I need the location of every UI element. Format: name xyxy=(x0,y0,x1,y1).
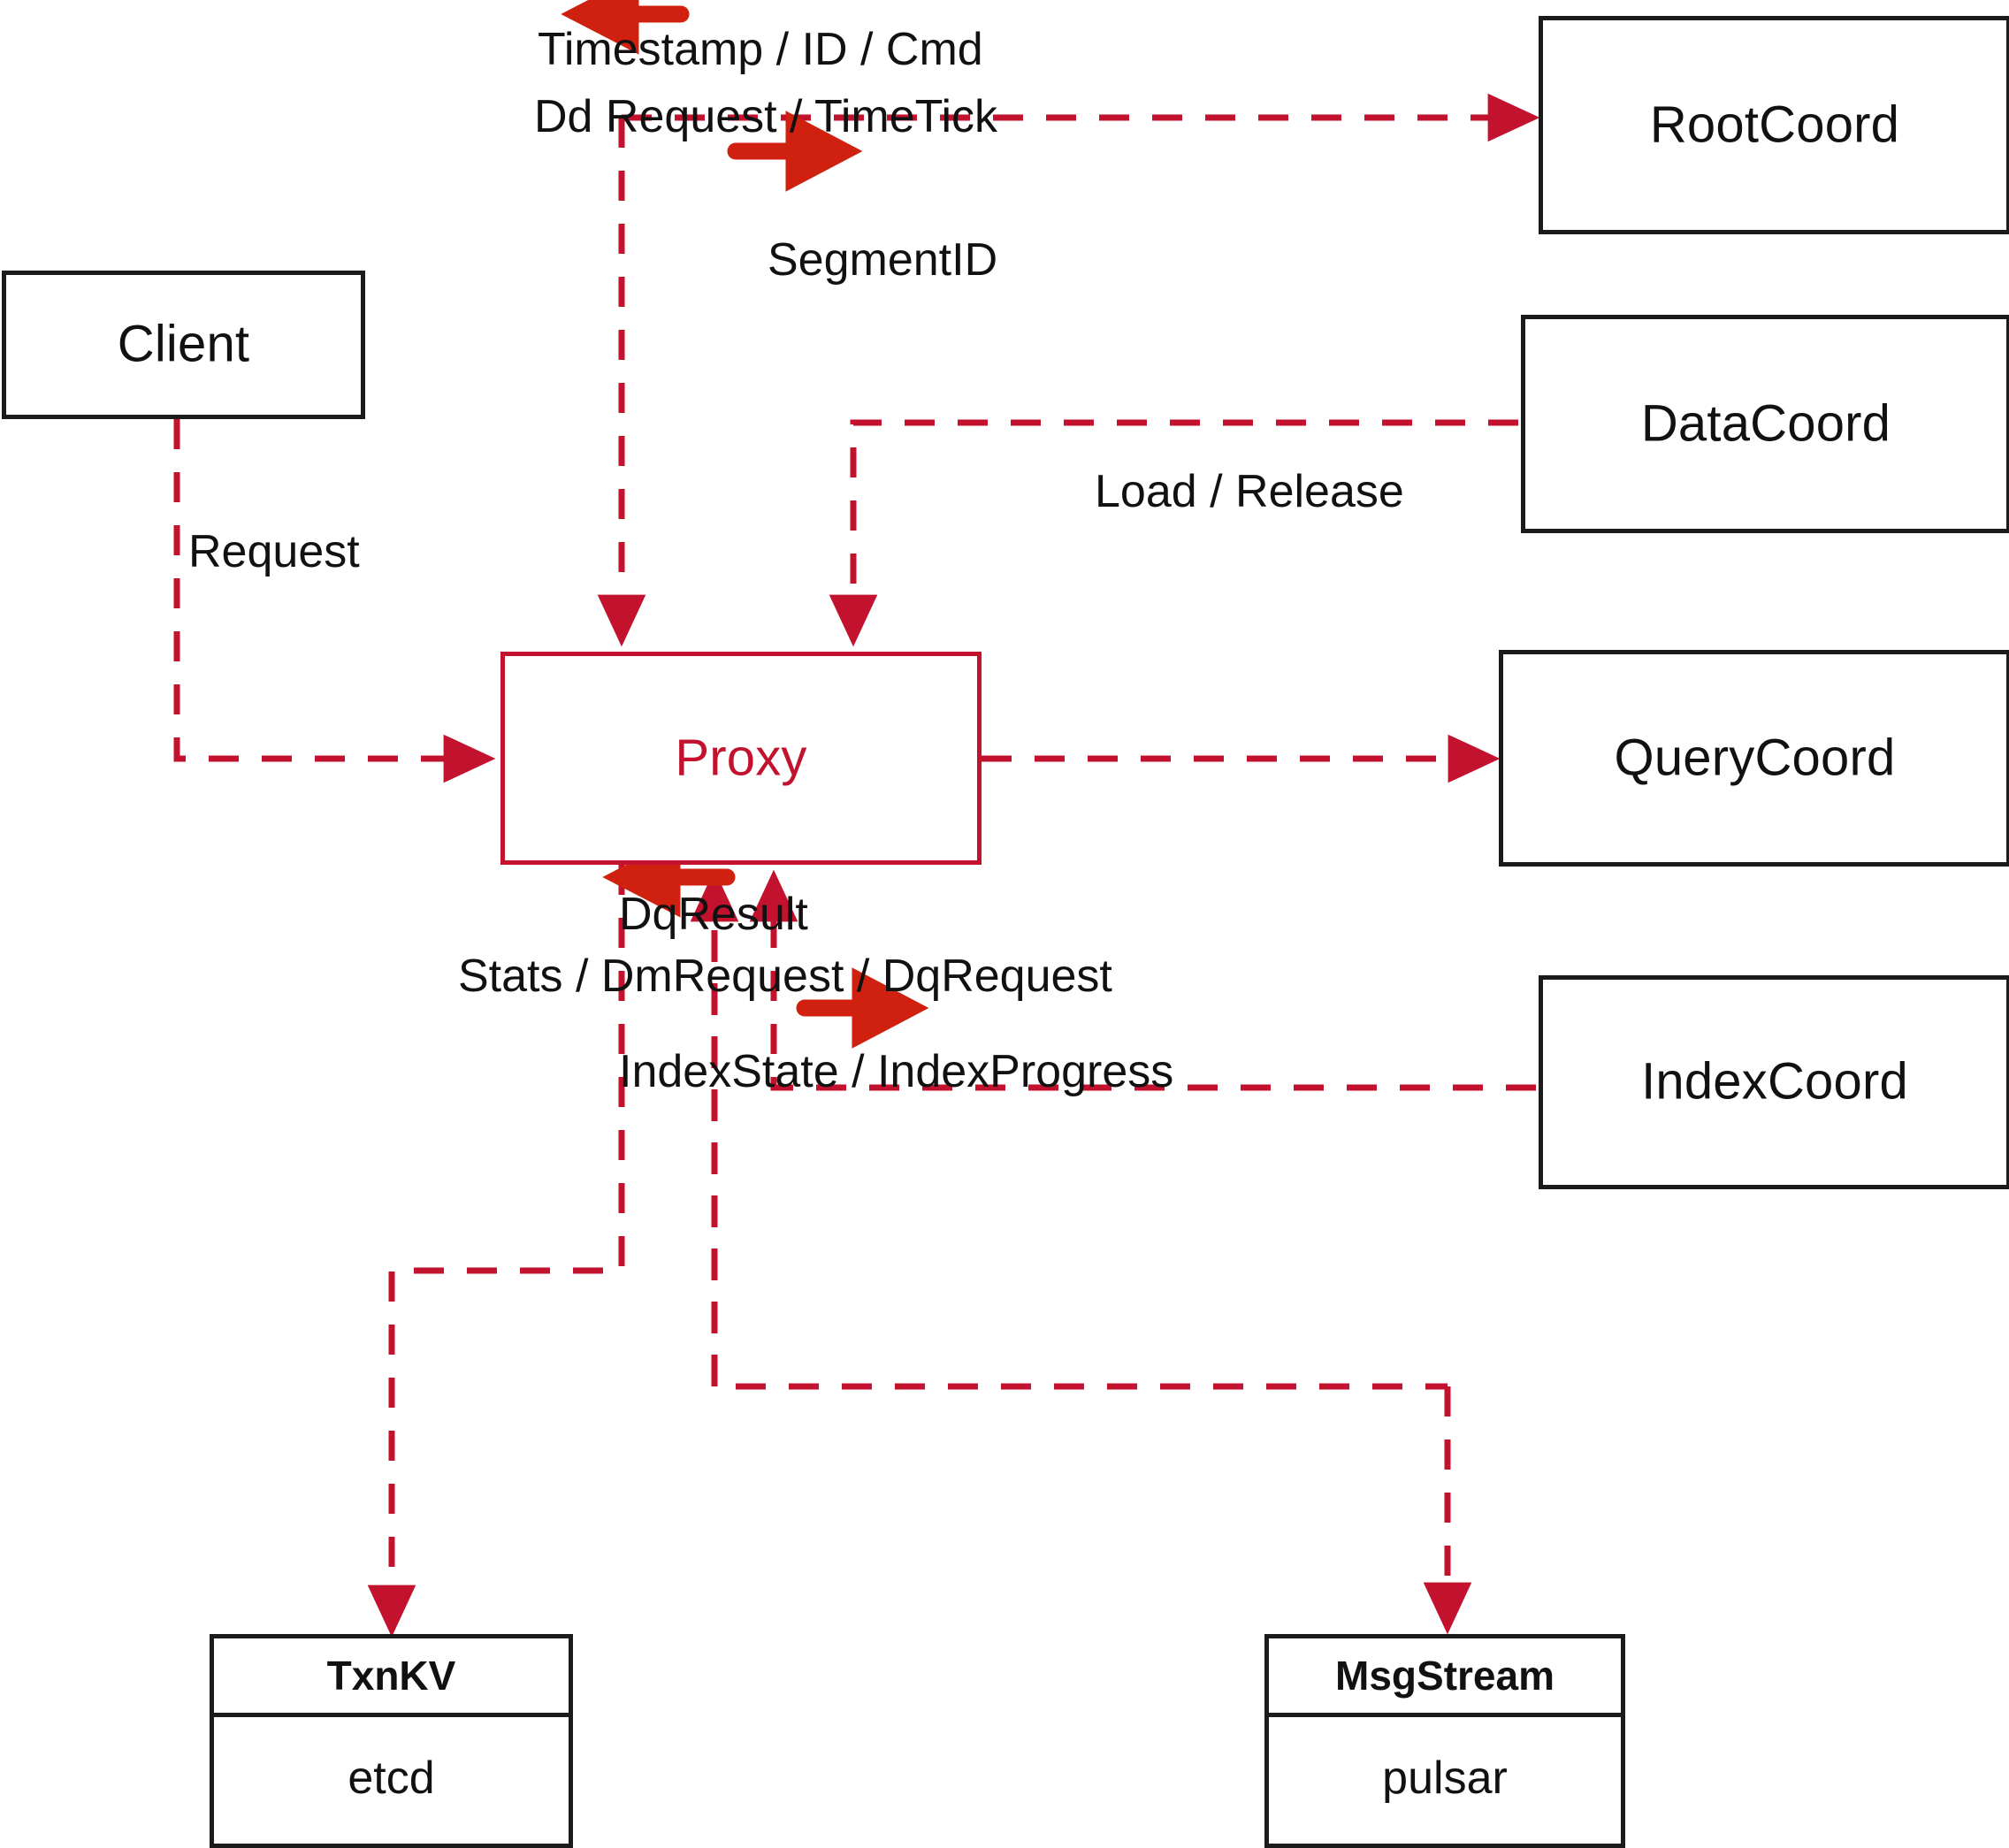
edge-label-load-release: Load / Release xyxy=(1095,466,1404,517)
edge-label-timestamp-id-cmd: Timestamp / ID / Cmd xyxy=(538,24,983,75)
node-rootcoord-label: RootCoord xyxy=(1649,95,1900,154)
edge-label-request: Request xyxy=(188,526,360,577)
node-client[interactable]: Client xyxy=(2,271,365,419)
edge-label-dd-request-timetick: Dd Request / TimeTick xyxy=(534,91,998,142)
node-proxy[interactable]: Proxy xyxy=(500,652,982,865)
node-txnkv-title: TxnKV xyxy=(214,1638,569,1717)
node-indexcoord[interactable]: IndexCoord xyxy=(1539,975,2009,1189)
edge-label-stats-dm-dq-request: Stats / DmRequest / DqRequest xyxy=(458,951,1112,1002)
edge-label-dq-result: DqResult xyxy=(619,889,808,940)
node-proxy-label: Proxy xyxy=(675,729,807,787)
edge-datacoord-to-proxy xyxy=(829,419,1518,647)
node-client-label: Client xyxy=(117,315,250,373)
edge-indexcoord-to-proxy xyxy=(749,869,1536,1091)
node-txnkv[interactable]: TxnKV etcd xyxy=(210,1634,573,1848)
node-indexcoord-label: IndexCoord xyxy=(1641,1052,1908,1111)
bold-arrow-timestamp-head xyxy=(561,0,639,55)
edge-client-to-proxy xyxy=(173,419,496,783)
node-msgstream[interactable]: MsgStream pulsar xyxy=(1264,1634,1625,1848)
node-txnkv-impl: etcd xyxy=(348,1753,435,1804)
node-querycoord[interactable]: QueryCoord xyxy=(1499,650,2009,867)
edge-label-segment-id: SegmentID xyxy=(768,234,998,286)
edge-label-index-state-progress: IndexState / IndexProgress xyxy=(619,1046,1174,1097)
node-msgstream-title: MsgStream xyxy=(1269,1638,1621,1717)
node-datacoord[interactable]: DataCoord xyxy=(1521,315,2009,533)
node-msgstream-impl: pulsar xyxy=(1382,1753,1508,1804)
edge-proxy-to-txnkv xyxy=(367,865,625,1638)
node-querycoord-label: QueryCoord xyxy=(1614,729,1896,787)
bold-arrow-ddrequest-head xyxy=(785,111,863,192)
node-datacoord-label: DataCoord xyxy=(1640,394,1891,453)
node-rootcoord[interactable]: RootCoord xyxy=(1539,16,2009,234)
bold-arrow-stats-head xyxy=(852,967,929,1049)
